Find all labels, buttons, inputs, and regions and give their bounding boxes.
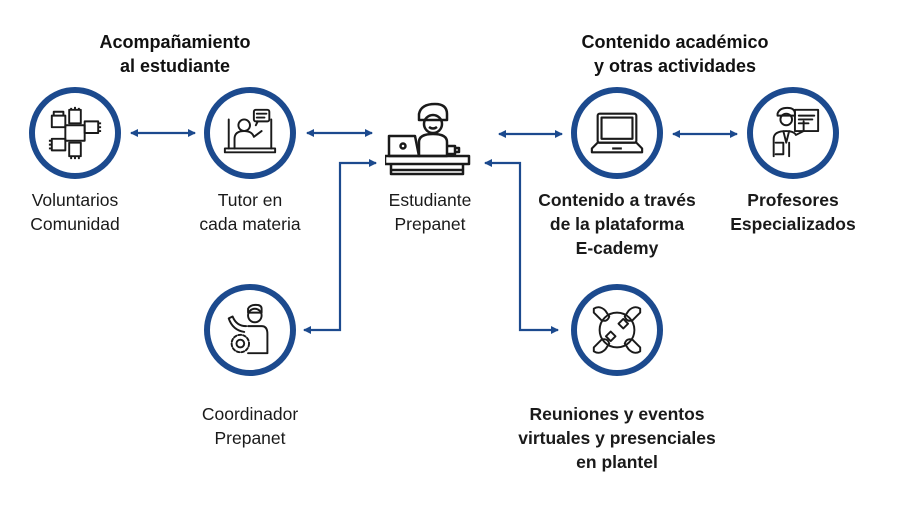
label-line: en plantel bbox=[576, 452, 658, 472]
label-voluntarios: Voluntarios Comunidad bbox=[5, 188, 145, 236]
label-line: Reuniones y eventos bbox=[529, 404, 705, 424]
coordinator-gear-icon bbox=[227, 303, 269, 355]
label-line: Estudiante bbox=[388, 190, 472, 210]
label-line: Comunidad bbox=[30, 214, 120, 234]
node-voluntarios bbox=[29, 87, 121, 179]
group-title-acompanamiento: Acompañamiento al estudiante bbox=[60, 30, 290, 78]
label-tutor: Tutor en cada materia bbox=[180, 188, 320, 236]
label-profesores: Profesores Especializados bbox=[713, 188, 873, 236]
node-coordinador bbox=[204, 284, 296, 376]
group-title-line: Acompañamiento bbox=[99, 32, 251, 52]
online-tutor-icon bbox=[223, 108, 277, 154]
label-line: Profesores bbox=[747, 190, 839, 210]
label-contenido: Contenido a través de la plataforma E-ca… bbox=[522, 188, 712, 260]
arrow-estudiante-reuniones bbox=[484, 159, 559, 334]
label-line: Tutor en bbox=[217, 190, 283, 210]
label-line: virtuales y presenciales bbox=[518, 428, 716, 448]
label-line: Prepanet bbox=[214, 428, 286, 448]
meeting-group-icon bbox=[592, 306, 642, 354]
group-title-line: al estudiante bbox=[119, 56, 231, 76]
joined-hands-icon bbox=[48, 106, 102, 160]
label-line: Coordinador bbox=[201, 404, 299, 424]
label-line: Contenido a través bbox=[538, 190, 696, 210]
student-at-laptop-icon bbox=[385, 102, 471, 176]
label-reuniones: Reuniones y eventos virtuales y presenci… bbox=[500, 402, 734, 474]
label-line: Prepanet bbox=[394, 214, 466, 234]
label-line: de la plataforma bbox=[549, 214, 685, 234]
node-tutor bbox=[204, 87, 296, 179]
label-line: cada materia bbox=[199, 214, 301, 234]
arrow-coordinador-estudiante bbox=[303, 159, 377, 334]
label-line: Voluntarios bbox=[31, 190, 119, 210]
label-estudiante: Estudiante Prepanet bbox=[360, 188, 500, 236]
group-title-line: Contenido académico bbox=[581, 32, 769, 52]
label-line: E-cademy bbox=[575, 238, 659, 258]
group-title-line: y otras actividades bbox=[593, 56, 757, 76]
label-coordinador: Coordinador Prepanet bbox=[180, 402, 320, 450]
teacher-presenting-icon bbox=[772, 106, 820, 158]
label-line: Especializados bbox=[730, 214, 856, 234]
group-title-contenido: Contenido académico y otras actividades bbox=[545, 30, 805, 78]
laptop-icon bbox=[590, 112, 644, 154]
node-contenido bbox=[571, 87, 663, 179]
node-reuniones bbox=[571, 284, 663, 376]
node-profesores bbox=[747, 87, 839, 179]
